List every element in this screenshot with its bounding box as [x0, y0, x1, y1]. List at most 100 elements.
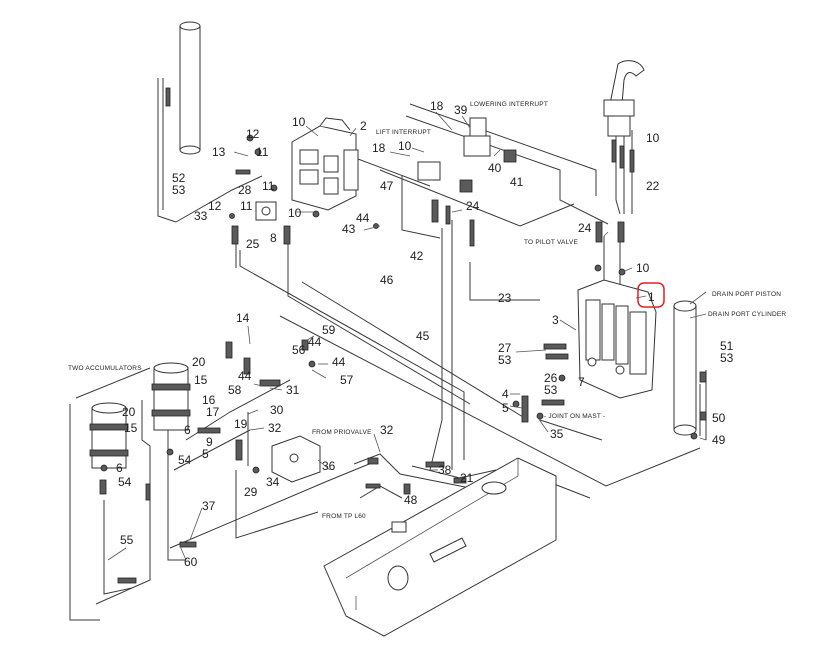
callout-53: 53	[544, 383, 558, 397]
callout-10: 10	[646, 131, 660, 145]
note-drain-port-piston: DRAIN PORT PISTON	[712, 291, 781, 298]
accumulator-front	[89, 402, 129, 469]
note-from-prio-valve: FROM PRIOVALVE	[312, 429, 372, 436]
callout-36: 36	[322, 459, 336, 473]
callouts: 18 39 10 2 12 13 11 18 10 40 41 10 52 53…	[116, 99, 734, 569]
callout-25: 25	[246, 237, 260, 251]
callout-34: 34	[266, 475, 280, 489]
callout-39: 39	[454, 103, 468, 117]
callout-24: 24	[578, 221, 592, 235]
callout-54: 54	[178, 453, 192, 467]
note-from-tp-l60: FROM TP L60	[322, 513, 366, 520]
callout-24: 24	[466, 199, 480, 213]
lowering-interrupt-valve	[463, 117, 491, 157]
callout-45: 45	[416, 329, 430, 343]
callout-55: 55	[120, 533, 134, 547]
callout-5: 5	[202, 447, 209, 461]
callout-15: 15	[124, 421, 138, 435]
callout-50: 50	[712, 411, 726, 425]
callout-47: 47	[380, 179, 394, 193]
callout-23: 23	[498, 291, 512, 305]
fittings	[99, 87, 707, 584]
fitting-block-28	[255, 201, 277, 221]
hydraulic-tank	[323, 457, 557, 637]
note-to-pilot-valve: TO PILOT VALVE	[524, 239, 578, 246]
callout-44: 44	[308, 335, 322, 349]
callout-21: 21	[460, 471, 474, 485]
callout-11: 11	[262, 179, 275, 193]
valve-block-34	[271, 435, 321, 483]
callout-32: 32	[380, 423, 394, 437]
callout-44: 44	[332, 355, 346, 369]
callout-20: 20	[122, 405, 136, 419]
callout-4: 4	[502, 387, 509, 401]
callout-42: 42	[410, 249, 424, 263]
callout-29: 29	[244, 485, 258, 499]
note-lift-interrupt: LIFT INTERRUPT	[376, 129, 431, 136]
left-tall-cylinder	[179, 21, 201, 155]
callout-28: 28	[238, 183, 252, 197]
callout-40: 40	[488, 161, 502, 175]
callout-13: 13	[212, 145, 226, 159]
callout-58: 58	[228, 383, 242, 397]
joystick-handle	[603, 60, 645, 137]
callout-52: 52	[172, 171, 186, 185]
callout-6: 6	[184, 423, 191, 437]
callout-6: 6	[116, 461, 123, 475]
callout-46: 46	[380, 273, 394, 287]
callout-2: 2	[360, 119, 367, 133]
callout-38: 38	[438, 463, 452, 477]
callout-43: 43	[342, 222, 356, 236]
callout-19: 19	[234, 417, 248, 431]
main-control-valve	[577, 279, 657, 399]
lift-interrupt-valve	[417, 161, 473, 193]
callout-3: 3	[552, 313, 559, 327]
callout-15: 15	[194, 373, 208, 387]
top-valve-block	[291, 117, 359, 211]
callout-57: 57	[340, 373, 354, 387]
callout-11: 11	[256, 145, 269, 159]
callout-30: 30	[270, 403, 284, 417]
callout-12: 12	[246, 127, 260, 141]
callout-12: 12	[208, 199, 222, 213]
callout-54: 54	[118, 475, 132, 489]
callout-20: 20	[192, 355, 206, 369]
note-drain-port-cylinder: DRAIN PORT CYLINDER	[708, 311, 786, 318]
callout-5: 5	[502, 401, 509, 415]
callout-48: 48	[404, 493, 418, 507]
callout-60: 60	[184, 555, 198, 569]
callout-33: 33	[194, 209, 208, 223]
callout-37: 37	[202, 499, 216, 513]
callout-59: 59	[322, 323, 336, 337]
callout-31: 31	[286, 383, 300, 397]
callout-49: 49	[712, 433, 726, 447]
callout-11: 11	[240, 199, 253, 213]
callout-17: 17	[206, 405, 220, 419]
callout-10: 10	[288, 206, 302, 220]
callout-56: 56	[292, 343, 306, 357]
callout-14: 14	[236, 311, 250, 325]
drain-cylinder	[673, 300, 697, 436]
leader-lines	[107, 111, 707, 561]
note-two-accumulators: TWO ACCUMULATORS	[68, 365, 142, 372]
callout-7: 7	[578, 375, 585, 389]
accumulator-back	[151, 362, 191, 431]
callout-10: 10	[636, 261, 650, 275]
callout-35: 35	[550, 427, 564, 441]
callout-41: 41	[510, 175, 524, 189]
solenoid-41	[503, 149, 517, 163]
callout-8: 8	[270, 231, 277, 245]
callout-27: 27	[498, 341, 512, 355]
note-joint-on-mast: - JOINT ON MAST -	[544, 413, 605, 420]
callout-10: 10	[292, 115, 306, 129]
callout-10: 10	[398, 139, 412, 153]
callout-9: 9	[206, 435, 213, 449]
note-lowering-interrupt: LOWERING INTERRUPT	[470, 101, 548, 108]
callout-18: 18	[430, 99, 444, 113]
callout-53: 53	[498, 353, 512, 367]
callout-44: 44	[238, 369, 252, 383]
callout-53: 53	[172, 183, 186, 197]
callout-32: 32	[268, 421, 282, 435]
callout-22: 22	[646, 179, 660, 193]
